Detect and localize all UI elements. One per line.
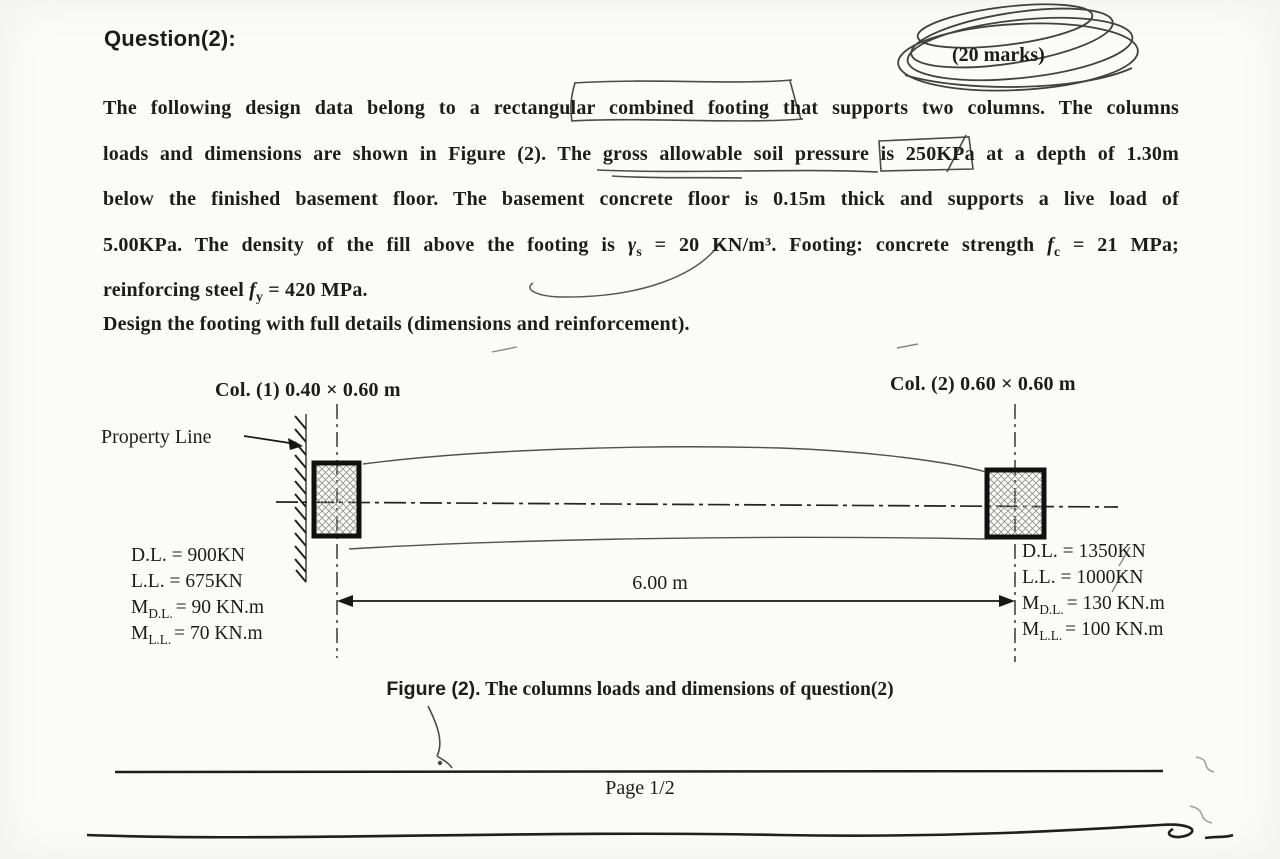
live-moment-value: ML.L.= 70 KN.m bbox=[131, 621, 264, 647]
page-number: Page 1/2 bbox=[605, 777, 675, 799]
moment-value: = 130 KN.m bbox=[1066, 593, 1165, 614]
statement-line: loads and dimensions are shown in Figure… bbox=[103, 142, 1179, 165]
text-segment: = 21 MPa; bbox=[1060, 233, 1179, 256]
column-1-label: Col. (1) 0.40 × 0.60 m bbox=[215, 379, 401, 401]
fy-symbol: f bbox=[249, 279, 257, 301]
dead-load-value: D.L. = 900KN bbox=[131, 545, 245, 566]
statement-line: 5.00KPa. The density of the fill above t… bbox=[103, 223, 1179, 269]
column-1-loads: D.L. = 900KN L.L. = 675KN MD.L.= 90 KN.m… bbox=[131, 543, 264, 647]
moment-symbol: M bbox=[131, 597, 149, 618]
column-2-label: Col. (2) 0.60 × 0.60 m bbox=[890, 373, 1076, 395]
caption-squiggle bbox=[427, 705, 453, 769]
property-line-arrow bbox=[243, 435, 303, 450]
statement-line: reinforcing steel fy = 420 MPa. bbox=[103, 268, 1179, 314]
footing-centerline bbox=[275, 501, 1119, 508]
fc-subscript: c bbox=[1053, 243, 1061, 259]
moment-symbol: M bbox=[1022, 593, 1040, 614]
span-dimension-arrow bbox=[337, 595, 1015, 607]
moment-symbol: M bbox=[1022, 619, 1040, 640]
column-2-loads: D.L. = 1350KN L.L. = 1000KN MD.L.= 130 K… bbox=[1022, 539, 1165, 643]
dead-moment-value: MD.L.= 130 KN.m bbox=[1022, 591, 1165, 617]
property-line-label: Property Line bbox=[101, 426, 212, 448]
text-segment: = 420 MPa. bbox=[263, 279, 368, 301]
statement-line: The following design data belong to a re… bbox=[103, 97, 1179, 119]
moment-value: = 70 KN.m bbox=[174, 623, 263, 644]
moment-subscript: D.L. bbox=[1039, 601, 1064, 617]
moment-value: = 100 KN.m bbox=[1065, 619, 1164, 640]
footing-curve-top bbox=[362, 446, 987, 473]
statement-line: below the finished basement floor. The b… bbox=[103, 188, 1179, 210]
gamma-symbol: γ bbox=[627, 233, 637, 256]
fc-symbol: f bbox=[1047, 233, 1054, 256]
problem-statement: The following design data belong to a re… bbox=[103, 86, 1179, 314]
moment-subscript: L.L. bbox=[148, 631, 172, 647]
figure-caption-label: Figure (2). bbox=[386, 678, 481, 700]
dead-moment-value: MD.L.= 90 KN.m bbox=[131, 595, 264, 621]
live-moment-value: ML.L.= 100 KN.m bbox=[1022, 617, 1165, 643]
footing-curve-bottom bbox=[348, 536, 987, 550]
text-segment: = 20 KN/m³. Footing: concrete strength bbox=[641, 233, 1048, 256]
moment-value: = 90 KN.m bbox=[175, 597, 265, 618]
live-load-value: L.L. = 1000KN bbox=[1022, 567, 1144, 588]
text-segment: reinforcing steel bbox=[103, 279, 250, 301]
footer-rule bbox=[114, 769, 1164, 774]
question-heading: Question(2): bbox=[104, 26, 236, 51]
moment-symbol: M bbox=[131, 623, 149, 644]
fy-subscript: y bbox=[256, 289, 264, 304]
design-instruction: Design the footing with full details (di… bbox=[103, 313, 690, 335]
live-load-value: L.L. = 675KN bbox=[131, 571, 243, 592]
gamma-subscript: s bbox=[636, 243, 642, 259]
text-segment: 5.00KPa. The density of the fill above t… bbox=[103, 233, 628, 256]
property-line-hatch bbox=[294, 414, 307, 583]
moment-subscript: D.L. bbox=[148, 605, 173, 621]
figure-caption: Figure (2). The columns loads and dimens… bbox=[0, 678, 1280, 701]
bottom-scan-line bbox=[86, 823, 1234, 840]
figure-caption-text: The columns loads and dimensions of ques… bbox=[480, 679, 894, 700]
marks-label: (20 marks) bbox=[952, 44, 1045, 66]
column-1-section bbox=[311, 460, 362, 539]
span-dimension-label: 6.00 m bbox=[632, 572, 688, 594]
column-2-section bbox=[984, 467, 1047, 540]
moment-subscript: L.L. bbox=[1039, 627, 1063, 643]
dead-load-value: D.L. = 1350KN bbox=[1022, 541, 1146, 562]
